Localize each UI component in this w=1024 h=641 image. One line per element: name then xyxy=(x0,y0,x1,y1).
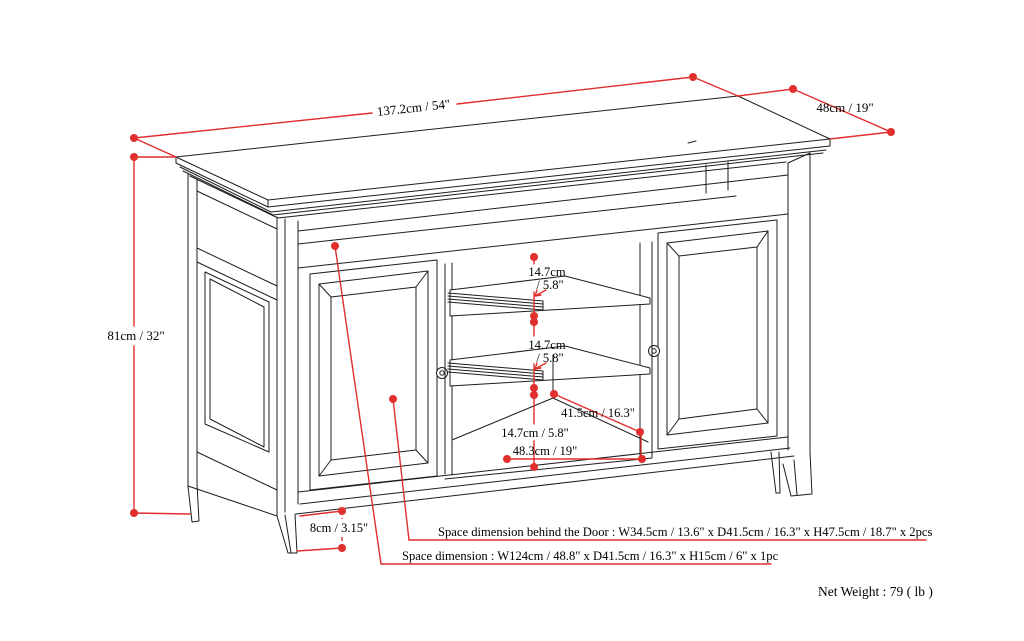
note-open-space: Space dimension : W124cm / 48.8" x D41.5… xyxy=(402,549,779,563)
note-behind-door: Space dimension behind the Door : W34.5c… xyxy=(438,525,932,539)
label-bottom-space-height: 14.7cm / 5.8" xyxy=(501,426,569,440)
label-height: 81cm / 32" xyxy=(107,328,164,343)
dim-top-depth xyxy=(737,85,895,140)
open-media-space xyxy=(297,161,789,269)
top-panel xyxy=(175,95,831,216)
dim-top-width xyxy=(130,73,739,158)
back-right-leg xyxy=(782,451,813,497)
back-left-leg xyxy=(187,483,200,523)
leader-open-space xyxy=(331,242,772,565)
left-side-panel xyxy=(187,173,299,517)
left-door xyxy=(309,259,448,491)
label-top-width: 137.2cm / 54" xyxy=(376,96,451,119)
right-door xyxy=(648,219,778,450)
dim-height xyxy=(130,153,191,517)
annotation-notes: Space dimension behind the Door : W34.5c… xyxy=(402,525,933,599)
label-shelf-gap-1-cm: 14.7cm xyxy=(528,265,565,279)
tv-stand-line-art xyxy=(175,95,831,554)
right-side-panel xyxy=(787,152,811,453)
dimension-lines xyxy=(130,73,927,565)
right-door-knob xyxy=(648,345,660,357)
floor-back-edges xyxy=(451,397,649,443)
front-left-leg xyxy=(276,513,298,554)
label-bottom-space-depth: 41.5cm / 16.3" xyxy=(561,406,635,420)
label-bottom-space-width: 48.3cm / 19" xyxy=(513,444,577,458)
label-top-depth: 48cm / 19" xyxy=(816,100,873,115)
front-right-leg xyxy=(770,451,781,494)
label-shelf-gap-2-cm: 14.7cm xyxy=(528,338,565,352)
dim-inner-space xyxy=(503,390,646,463)
dimension-labels: 137.2cm / 54" 48cm / 19" 81cm / 32" 14.7… xyxy=(107,96,873,535)
shelf-2-vent-grooves xyxy=(447,362,544,381)
dim-leg-height xyxy=(296,507,346,552)
dim-shelf-gaps xyxy=(530,253,547,471)
label-leg-height: 8cm / 3.15" xyxy=(310,521,368,535)
note-net-weight: Net Weight : 79 ( lb ) xyxy=(818,584,933,599)
label-shelf-gap-1-in: / 5.8" xyxy=(536,278,563,292)
left-door-knob xyxy=(436,367,448,379)
floor-front-edge xyxy=(444,457,653,480)
label-shelf-gap-2-in: / 5.8" xyxy=(536,351,563,365)
leader-behind-door xyxy=(389,395,927,541)
carcass-top-edge xyxy=(189,161,787,219)
center-shelf-section xyxy=(444,241,653,480)
base-and-legs xyxy=(187,436,813,554)
shelf-1-vent-grooves xyxy=(447,292,544,311)
